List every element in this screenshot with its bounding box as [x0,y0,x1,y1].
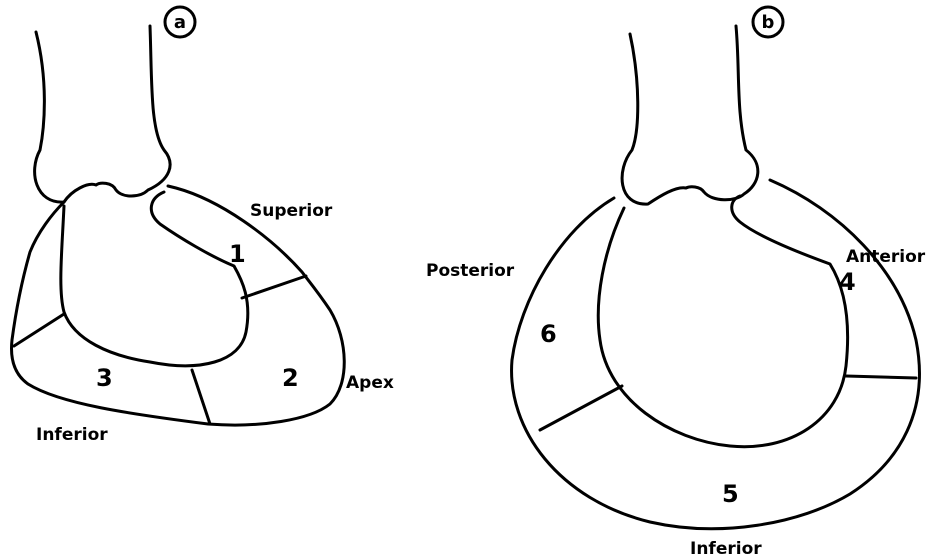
panel-a-marker-label: a [174,12,186,33]
panel-a-divider-3-lower [14,314,64,346]
panel-b: b 4 5 6 Anterior Inferior Posterior [426,7,926,559]
panel-a: a 1 2 3 Superior Apex Inferior [12,7,394,445]
panel-a-region-1-number: 1 [229,240,246,268]
panel-a-inner-cavity [61,192,248,366]
panel-b-region-6-number: 6 [540,320,557,348]
panel-b-region-4-number: 4 [839,268,856,296]
panel-a-divider-2-3 [192,370,210,424]
panel-b-anterior-label: Anterior [846,247,926,267]
panel-a-apex-label: Apex [346,373,394,393]
panel-b-posterior-label: Posterior [426,261,515,281]
panel-a-region-3-number: 3 [96,364,113,392]
panel-b-region-5-number: 5 [722,480,739,508]
panel-b-vessel [622,26,758,204]
panel-b-divider-4-5 [846,376,916,378]
panel-a-superior-label: Superior [250,201,333,221]
panel-b-divider-5-6 [540,386,622,430]
panel-a-vessel [35,26,170,202]
panel-b-marker-label: b [762,12,775,33]
panel-b-inner-cavity [598,196,847,447]
panel-a-region-2-number: 2 [282,364,299,392]
panel-a-inferior-label: Inferior [36,425,108,445]
panel-a-divider-1-2 [242,276,306,298]
panel-b-inferior-label: Inferior [690,539,762,559]
panel-b-outer-ring [512,180,920,529]
